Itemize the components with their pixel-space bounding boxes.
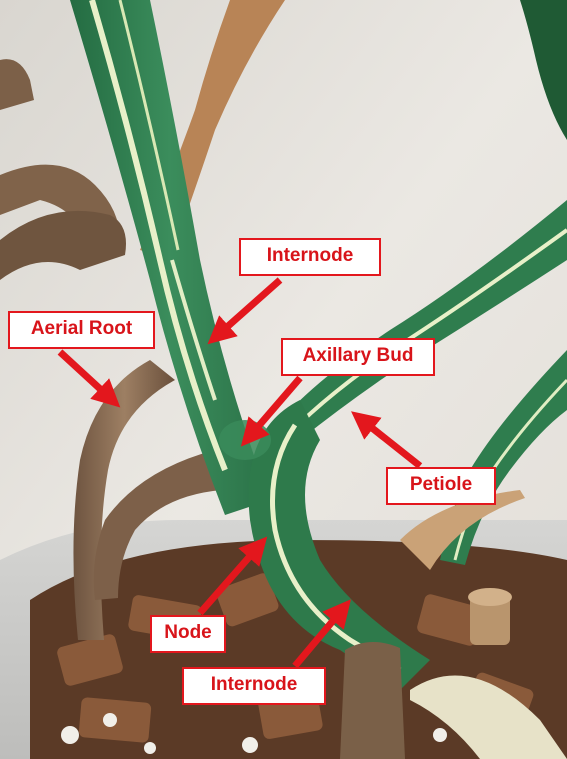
label-node: Node	[150, 615, 226, 653]
arrow-aerial-root	[57, 349, 121, 408]
arrow-node	[197, 536, 268, 616]
label-aerial-root: Aerial Root	[8, 311, 155, 349]
arrow-axillary-bud	[240, 375, 303, 447]
label-axillary-bud: Axillary Bud	[281, 338, 435, 376]
label-internode-top: Internode	[239, 238, 381, 276]
arrow-internode-top	[207, 277, 283, 345]
arrow-petiole	[351, 411, 423, 469]
label-petiole: Petiole	[386, 467, 496, 505]
arrow-internode-bottom	[292, 599, 352, 669]
label-internode-bottom: Internode	[182, 667, 326, 705]
